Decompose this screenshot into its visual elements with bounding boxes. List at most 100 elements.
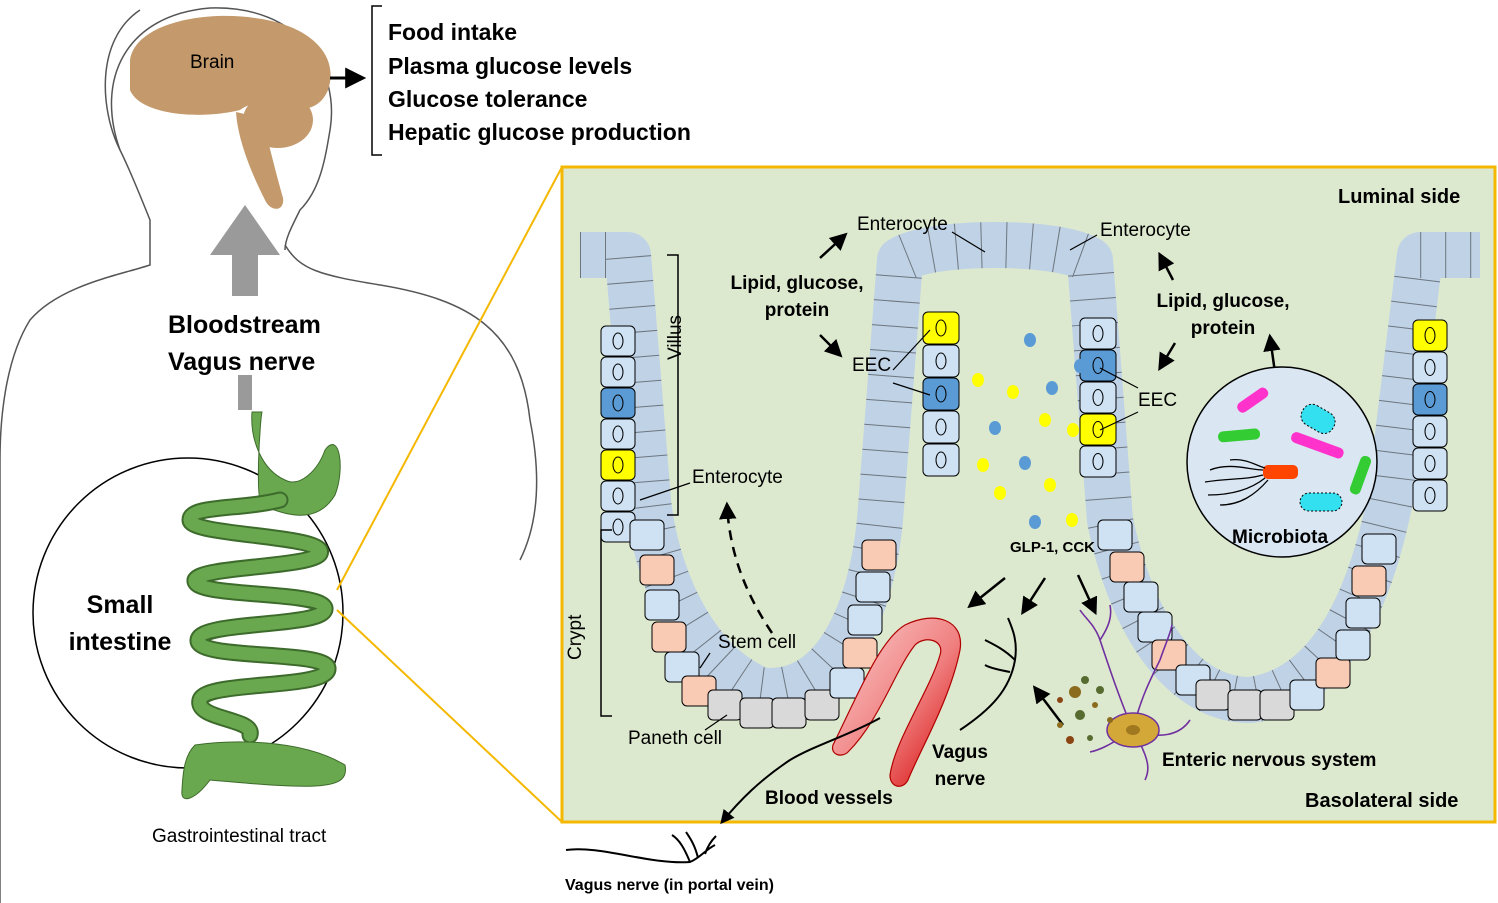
crypt-cell (629, 519, 665, 551)
hormone-granules (972, 333, 1086, 529)
crypt-cell (855, 571, 891, 603)
hormone-granule (994, 486, 1006, 500)
crypt-cell (1289, 679, 1325, 711)
enterocyte-cell (1079, 317, 1117, 350)
crypt-cell (1137, 611, 1173, 643)
nutrients-left-line2: protein (764, 300, 830, 321)
eec-cell (1412, 383, 1448, 416)
nutrients-left-line1: Lipid, glucose, (730, 273, 864, 294)
gi-tract-label: Gastrointestinal tract (152, 826, 327, 847)
stem-cell (1351, 565, 1387, 597)
ens-label: Enteric nervous system (1162, 750, 1377, 771)
hormone-granule (1044, 478, 1056, 492)
eec-cell (1412, 319, 1448, 352)
paneth-cell (1195, 679, 1231, 711)
vagus-label-line2: nerve (934, 769, 986, 790)
zoom-line-bottom (336, 609, 563, 823)
enterocyte-cell (922, 344, 960, 378)
zoom-line-top (336, 166, 563, 591)
hormone-granule (1074, 359, 1086, 373)
blood-vessels-label: Blood vessels (765, 788, 893, 809)
paneth-cell (771, 697, 807, 729)
hormone-granule (1039, 413, 1051, 427)
eec-cell (600, 387, 636, 419)
stem-cell (651, 621, 687, 653)
enterocyte-cell (922, 443, 960, 477)
crypt-cell (1335, 629, 1371, 661)
brain-label: Brain (190, 52, 235, 73)
villus-bracket (667, 254, 679, 516)
hormone-granule (1019, 456, 1031, 470)
vagus-label-line1: Vagus (932, 742, 988, 763)
enterocyte-cell (1079, 445, 1117, 478)
effect-hepatic-glucose: Hepatic glucose production (388, 119, 691, 145)
enterocyte-cell (600, 418, 636, 450)
eec-cell (922, 311, 960, 345)
gi-tract-shape (181, 411, 347, 800)
enterocyte-cell (600, 325, 636, 357)
portal-vagus-nerve-shape (565, 831, 717, 864)
stem-cell (1109, 551, 1145, 583)
routes-bloodstream: Bloodstream (168, 311, 321, 339)
stem-cell (861, 539, 897, 571)
stem-cell (1315, 657, 1351, 689)
enterocyte-cell (600, 480, 636, 512)
ens-signal-dot (1087, 735, 1093, 741)
vagus-nerve-shape (959, 617, 1017, 731)
enterocyte-label-left: Enterocyte (692, 467, 783, 488)
stem-cell (639, 554, 675, 586)
enterocyte-cell (1412, 351, 1448, 384)
hormone-granule (1046, 381, 1058, 395)
hormone-granule (1066, 513, 1078, 527)
portal-vagus-label: Vagus nerve (in portal vein) (565, 877, 774, 894)
hormones-label: GLP-1, CCK (1010, 539, 1096, 556)
ens-signal-dot (1081, 676, 1089, 684)
hormone-granule (1007, 385, 1019, 399)
hormone-granule (1024, 333, 1036, 347)
crypt-cell (644, 589, 680, 621)
stem-cell-label: Stem cell (718, 632, 797, 653)
ens-signal-dot (1107, 717, 1113, 723)
crypt-label: Crypt (565, 614, 586, 660)
villus-label: Villus (665, 314, 686, 360)
effects-bracket (371, 5, 382, 156)
microbiota-label: Microbiota (1232, 527, 1329, 548)
crypt-cell (1345, 597, 1381, 629)
paneth-cell (707, 689, 743, 721)
body-silhouette (0, 9, 538, 903)
paneth-cell (1259, 689, 1295, 721)
eec-cell (1079, 413, 1117, 446)
crypt-cell (1123, 581, 1159, 613)
luminal-side-label: Luminal side (1338, 186, 1461, 208)
epithelial-cells (600, 311, 1448, 729)
ens-signal-dots (1057, 676, 1113, 744)
eec-label-right: EEC (1138, 390, 1178, 411)
small-intestine-label-line1: Small (86, 591, 154, 619)
microbiota-circle (1186, 366, 1378, 558)
paneth-cell (804, 689, 840, 721)
vagus-to-portal-line (720, 717, 881, 825)
effect-glucose-tolerance: Glucose tolerance (388, 86, 588, 112)
stem-cell (1151, 639, 1187, 671)
effect-food-intake: Food intake (388, 19, 518, 45)
hormone-granule (977, 458, 989, 472)
enterocyte-cell (1412, 447, 1448, 480)
eec-cell (600, 449, 636, 481)
effect-plasma-glucose: Plasma glucose levels (388, 53, 633, 79)
crypt-cell (1097, 519, 1133, 551)
arrows (719, 232, 1282, 726)
brain-shape (130, 15, 331, 209)
enterocyte-cell (1079, 381, 1117, 414)
blood-vessel-shape (831, 617, 962, 787)
paneth-cell (1227, 689, 1263, 721)
eec-cell (922, 377, 960, 411)
enterocyte-label-top-left: Enterocyte (857, 214, 948, 235)
enterocyte-cell (1412, 415, 1448, 448)
basolateral-side-label: Basolateral side (1305, 790, 1459, 812)
hormone-granule (1029, 515, 1041, 529)
nutrients-right-line1: Lipid, glucose, (1156, 291, 1290, 312)
ens-signal-dot (1057, 722, 1063, 728)
small-intestine-label-line2: intestine (68, 628, 172, 656)
